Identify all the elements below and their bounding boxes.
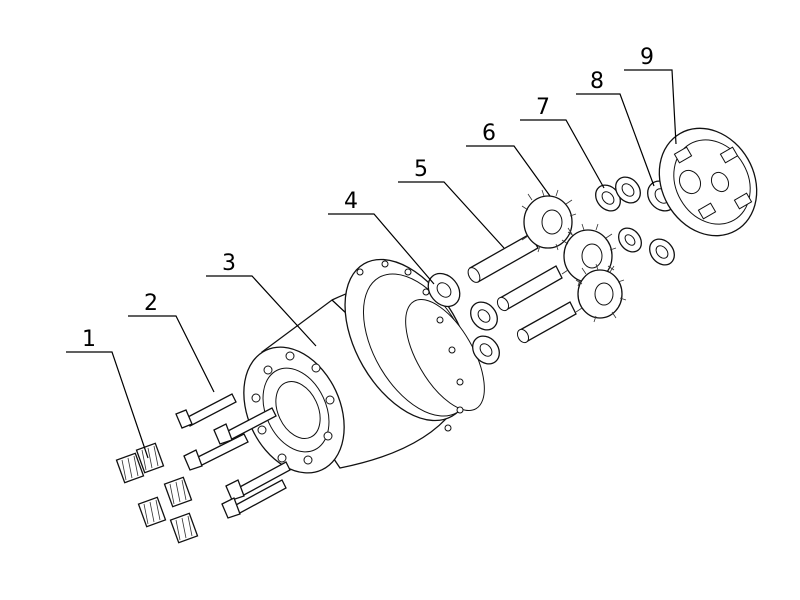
leader-5 xyxy=(398,181,505,249)
bearing-4 xyxy=(137,496,167,528)
leader-1 xyxy=(66,351,149,459)
planet-gear-1 xyxy=(521,189,577,253)
leader-9 xyxy=(624,69,677,145)
bearing-5 xyxy=(169,512,199,544)
leader-lines xyxy=(66,69,677,459)
leader-7 xyxy=(520,119,605,189)
planet-shafts xyxy=(467,233,577,344)
bolt-3 xyxy=(183,433,249,471)
bolt-2 xyxy=(213,407,277,445)
washers-7 xyxy=(595,176,642,253)
callout-3: 3 xyxy=(222,251,236,276)
bolt-1 xyxy=(175,393,237,429)
bearing-1 xyxy=(115,452,145,484)
flange-holes xyxy=(356,260,464,432)
bearing-2 xyxy=(135,442,165,474)
bolt-4 xyxy=(225,461,291,501)
housing xyxy=(243,258,485,474)
bearing-3 xyxy=(163,476,193,508)
planet-gears xyxy=(521,189,627,323)
callout-1: 1 xyxy=(82,327,96,352)
front-face-holes xyxy=(251,351,335,465)
leader-8 xyxy=(576,93,655,187)
callout-7: 7 xyxy=(536,95,550,120)
leader-6 xyxy=(466,145,551,197)
callout-labels: 1 2 3 4 5 6 7 8 9 xyxy=(82,45,654,352)
needle-bearings xyxy=(115,442,199,544)
thrust-washers xyxy=(427,272,500,365)
leader-3 xyxy=(206,275,317,347)
bolt-5 xyxy=(221,479,287,519)
callout-2: 2 xyxy=(144,291,158,316)
planet-gear-3 xyxy=(575,263,627,323)
callout-4: 4 xyxy=(344,189,358,214)
bolts xyxy=(175,393,291,519)
callout-9: 9 xyxy=(640,45,654,70)
callout-6: 6 xyxy=(482,121,496,146)
leader-4 xyxy=(328,213,435,285)
callout-8: 8 xyxy=(590,69,604,94)
planet-gear-2 xyxy=(561,223,617,287)
planet-carrier xyxy=(658,127,758,237)
callout-5: 5 xyxy=(414,157,428,182)
leader-2 xyxy=(128,315,215,393)
